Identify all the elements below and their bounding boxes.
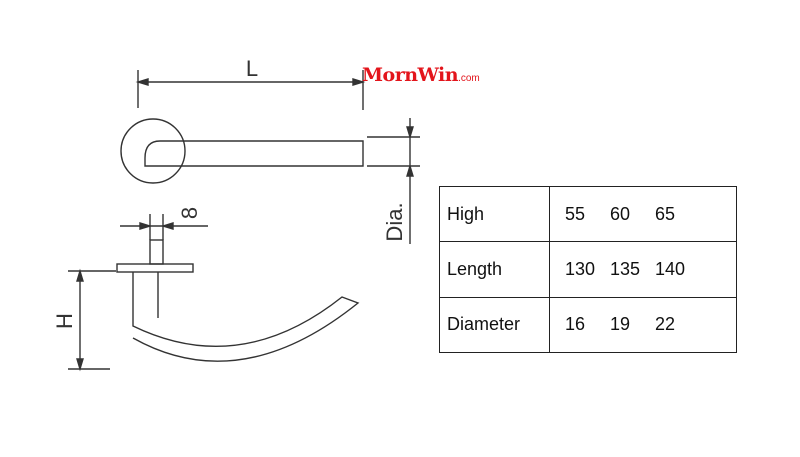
brand-logo: MornWin.com: [362, 64, 480, 86]
table-cell: 130: [565, 258, 596, 279]
offset-dimension: [120, 214, 208, 240]
lever-top-outline: [144, 140, 364, 167]
lever-side-outline: [132, 272, 360, 362]
row-label: Length: [439, 241, 550, 298]
length-label: L: [246, 56, 258, 81]
row-values: 130 135 140: [549, 241, 737, 298]
top-view: [120, 118, 364, 184]
table-cell: 135: [610, 258, 641, 279]
diameter-dimension: [367, 118, 420, 244]
row-label: Diameter: [439, 296, 550, 354]
brand-name: MornWin: [362, 64, 459, 86]
row-values: 16 19 22: [549, 296, 737, 354]
rose-outline: [120, 118, 186, 184]
spindle: [149, 239, 164, 265]
brand-suffix: .com: [458, 73, 480, 84]
diameter-label: Dia.: [382, 202, 407, 241]
table-cell: 140: [655, 258, 686, 279]
rose-plate: [116, 263, 194, 273]
height-label: H: [52, 313, 77, 329]
side-view: [116, 239, 360, 362]
height-dimension: [68, 268, 116, 372]
table-cell: 22: [655, 314, 676, 335]
row-values: 55 60 65: [549, 185, 737, 243]
spec-table: High 55 60 65 Length 130 135 140 Diamete…: [439, 185, 737, 354]
table-cell: 55: [565, 203, 586, 224]
table-row: High 55 60 65: [439, 185, 737, 243]
length-dimension: [135, 70, 366, 110]
offset-label: 8: [177, 207, 202, 219]
table-row: Diameter 16 19 22: [439, 296, 737, 354]
row-label: High: [439, 185, 550, 243]
table-cell: 19: [610, 314, 631, 335]
table-cell: 65: [655, 203, 676, 224]
table-row: Length 130 135 140: [439, 241, 737, 298]
table-cell: 16: [565, 314, 586, 335]
table-cell: 60: [610, 203, 631, 224]
